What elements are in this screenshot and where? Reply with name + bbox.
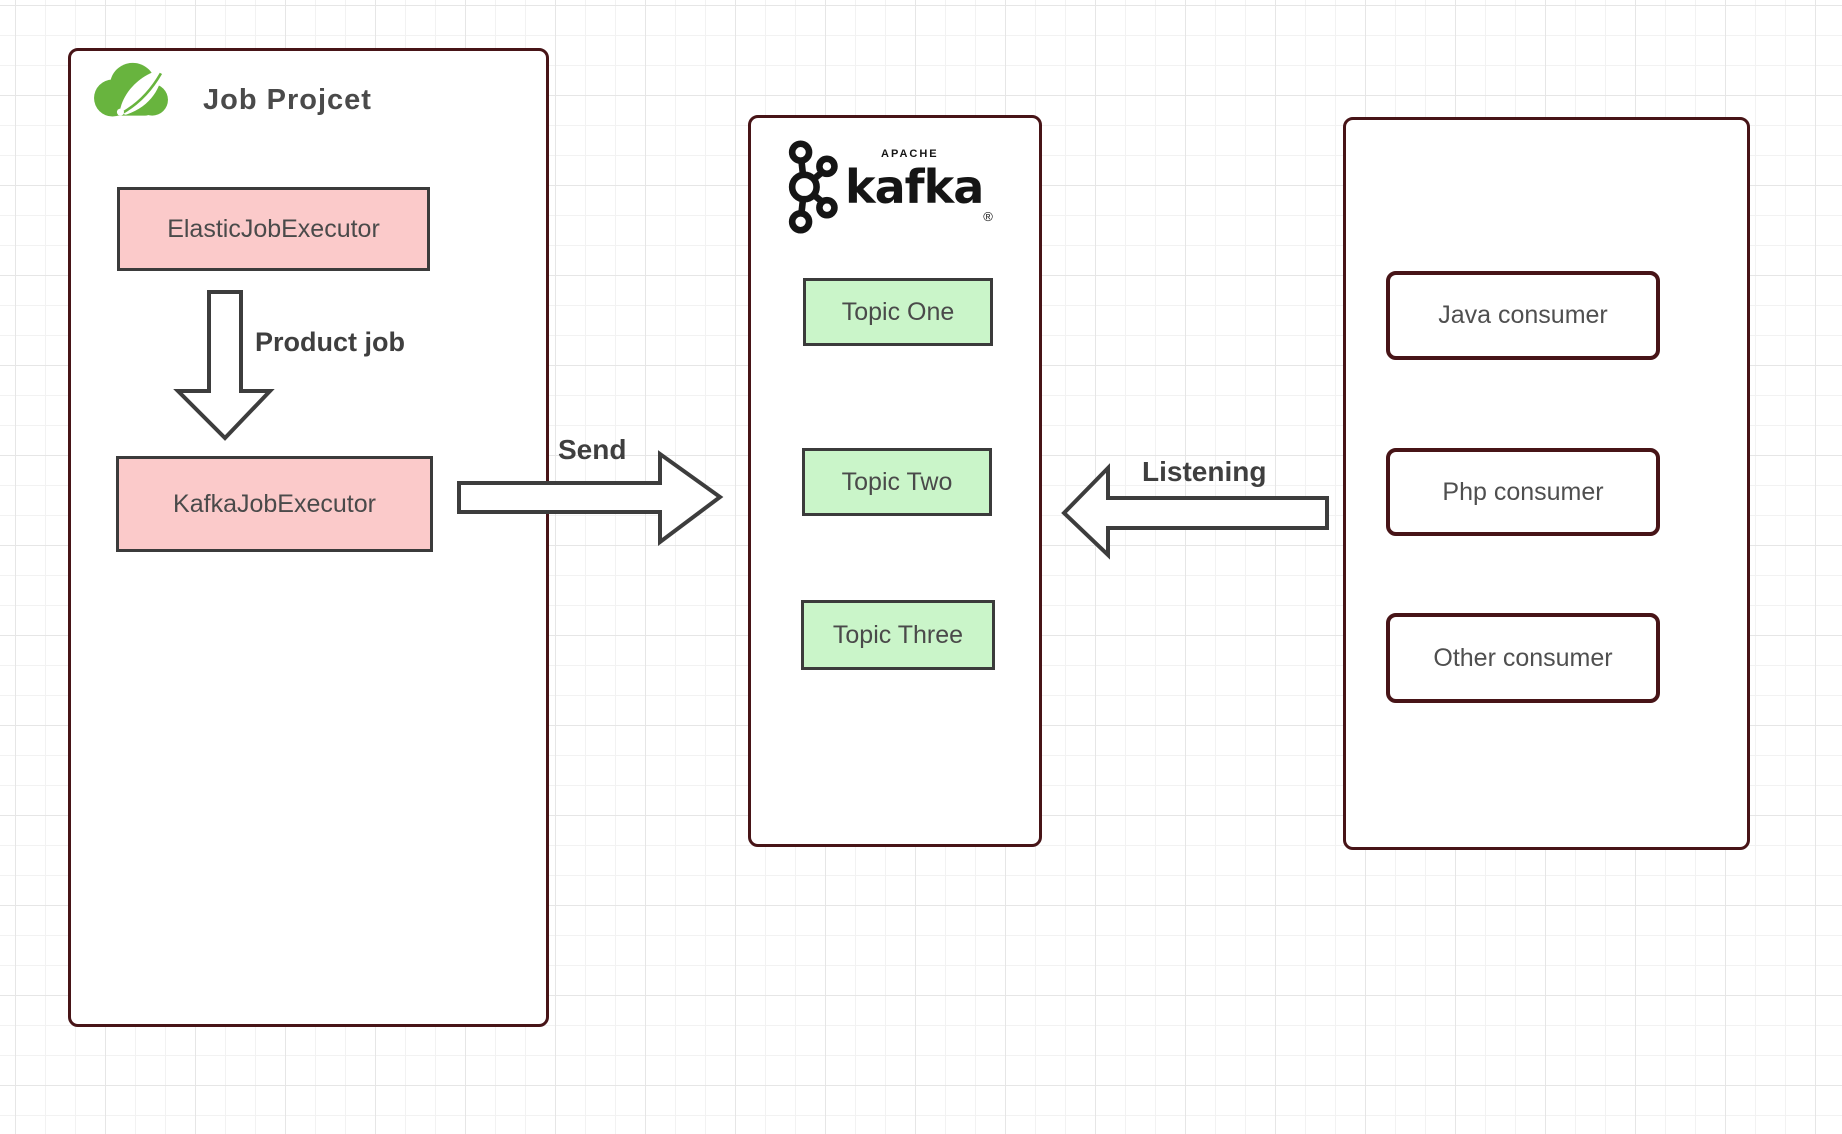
kafka-job-executor-node: KafkaJobExecutor <box>116 456 433 552</box>
listening-arrow-icon <box>1061 463 1329 560</box>
spring-cloud-logo-icon <box>94 62 168 117</box>
topic-three-label: Topic Three <box>832 620 964 649</box>
product-job-arrow-icon <box>173 290 275 441</box>
other-consumer-label: Other consumer <box>1433 643 1613 672</box>
elastic-job-executor-label: ElasticJobExecutor <box>167 214 380 243</box>
php-consumer-node: Php consumer <box>1386 448 1660 536</box>
kafka-registered-mark: ® <box>983 209 993 224</box>
kafka-apache-label: APACHE <box>881 148 939 160</box>
java-consumer-node: Java consumer <box>1386 271 1660 360</box>
topic-three-node: Topic Three <box>801 600 995 670</box>
java-consumer-label: Java consumer <box>1438 301 1608 329</box>
consumers-box: Java consumer Php consumer Other consume… <box>1343 117 1750 850</box>
kafka-logo-icon <box>788 140 838 234</box>
topic-one-node: Topic One <box>803 278 993 346</box>
send-arrow-label: Send <box>558 434 627 465</box>
product-job-arrow-label: Product job <box>255 327 405 357</box>
kafka-box: APACHE kafka® Topic One Topic Two Topic … <box>748 115 1042 847</box>
job-project-title: Job Projcet <box>203 84 372 116</box>
job-project-box: Job Projcet ElasticJobExecutor Product j… <box>68 48 549 1027</box>
other-consumer-node: Other consumer <box>1386 613 1660 703</box>
listening-arrow-label: Listening <box>1142 456 1267 487</box>
kafka-job-executor-label: KafkaJobExecutor <box>173 489 376 518</box>
kafka-wordmark: APACHE kafka® <box>845 148 993 224</box>
kafka-brand-label: kafka <box>845 160 984 214</box>
send-arrow-icon <box>457 450 724 546</box>
topic-two-node: Topic Two <box>802 448 992 516</box>
topic-two-label: Topic Two <box>841 467 953 496</box>
elastic-job-executor-node: ElasticJobExecutor <box>117 187 430 271</box>
topic-one-label: Topic One <box>841 297 955 326</box>
php-consumer-label: Php consumer <box>1442 477 1604 506</box>
kafka-logo: APACHE kafka® <box>781 140 993 234</box>
